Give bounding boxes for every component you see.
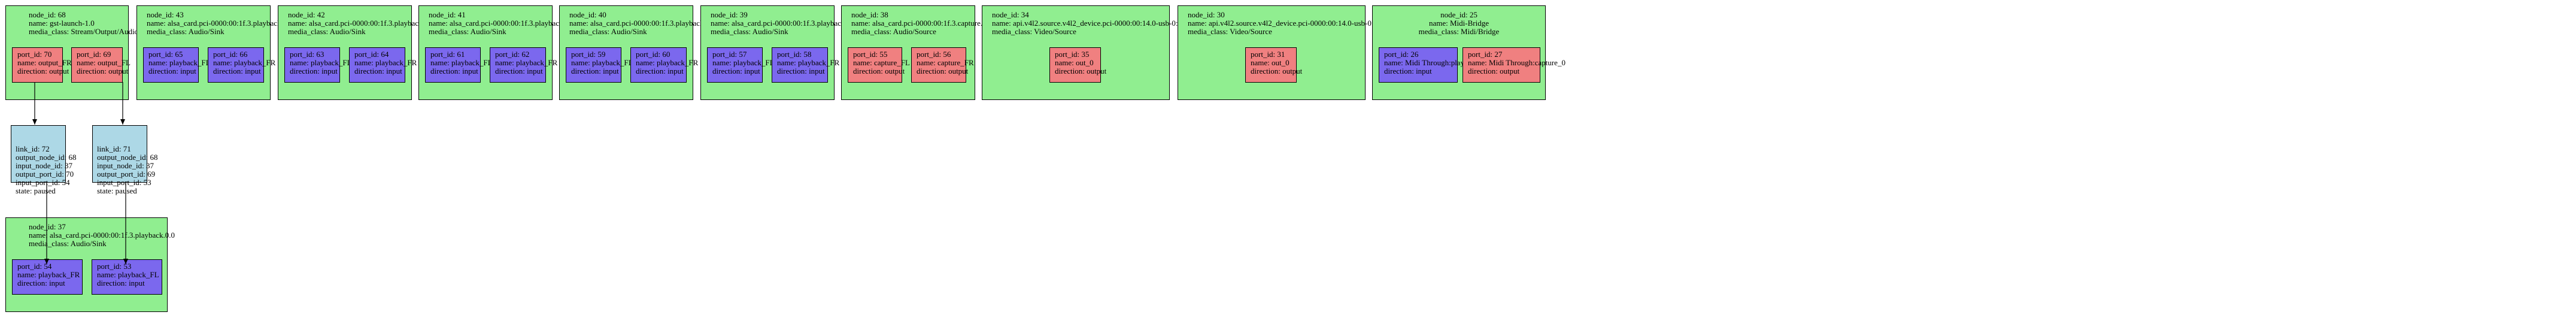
node-42: node_id: 42name: alsa_card.pci-0000:00:1…	[278, 5, 434, 100]
port-63: port_id: 63name: playback_FLdirection: i…	[284, 47, 352, 83]
node-header: node_id: 43name: alsa_card.pci-0000:00:1…	[147, 10, 297, 36]
node-25: node_id: 25name: Midi-Bridgemedia_class:…	[1372, 5, 1565, 100]
node-41: node_id: 41name: alsa_card.pci-0000:00:1…	[418, 5, 575, 100]
port-31: port_id: 31name: out_0direction: output	[1245, 47, 1302, 83]
node-header: node_id: 42name: alsa_card.pci-0000:00:1…	[288, 10, 435, 36]
port-26: port_id: 26name: Midi Through:playback_0…	[1379, 47, 1487, 83]
node-header: node_id: 38name: alsa_card.pci-0000:00:1…	[851, 10, 993, 36]
node-37: node_id: 37name: alsa_card.pci-0000:00:1…	[5, 217, 175, 312]
node-header: node_id: 41name: alsa_card.pci-0000:00:1…	[429, 10, 575, 36]
node-38: node_id: 38name: alsa_card.pci-0000:00:1…	[841, 5, 992, 100]
node-header: node_id: 39name: alsa_card.pci-0000:00:1…	[711, 10, 857, 36]
port-55: port_id: 55name: capture_FLdirection: ou…	[848, 47, 910, 83]
port-69: port_id: 69name: output_FLdirection: out…	[71, 47, 131, 83]
port-64: port_id: 64name: playback_FRdirection: i…	[349, 47, 417, 83]
port-59: port_id: 59name: playback_FLdirection: i…	[566, 47, 633, 83]
node-34: node_id: 34name: api.v4l2.source.v4l2_de…	[982, 5, 1194, 100]
node-43: node_id: 43name: alsa_card.pci-0000:00:1…	[136, 5, 297, 100]
node-header: node_id: 68name: gst-launch-1.0media_cla…	[29, 10, 139, 36]
port-35: port_id: 35name: out_0direction: output	[1049, 47, 1106, 83]
port-66: port_id: 66name: playback_FRdirection: i…	[208, 47, 275, 83]
port-54: port_id: 54name: playback_FRdirection: i…	[12, 259, 83, 295]
port-27: port_id: 27name: Midi Through:capture_0d…	[1463, 47, 1565, 83]
node-39: node_id: 39name: alsa_card.pci-0000:00:1…	[700, 5, 857, 100]
node-header: node_id: 30name: api.v4l2.source.v4l2_de…	[1188, 10, 1389, 36]
node-40: node_id: 40name: alsa_card.pci-0000:00:1…	[559, 5, 715, 100]
node-header: node_id: 34name: api.v4l2.source.v4l2_de…	[992, 10, 1194, 36]
link-72: link_id: 72output_node_id: 68input_node_…	[11, 125, 76, 195]
port-57: port_id: 57name: playback_FLdirection: i…	[707, 47, 775, 83]
node-header: node_id: 37name: alsa_card.pci-0000:00:1…	[29, 222, 175, 248]
port-53: port_id: 53name: playback_FLdirection: i…	[92, 259, 162, 295]
port-58: port_id: 58name: playback_FRdirection: i…	[772, 47, 839, 83]
port-56: port_id: 56name: capture_FRdirection: ou…	[911, 47, 974, 83]
node-30: node_id: 30name: api.v4l2.source.v4l2_de…	[1178, 5, 1389, 100]
port-62: port_id: 62name: playback_FRdirection: i…	[490, 47, 557, 83]
link-71: link_id: 71output_node_id: 68input_node_…	[92, 125, 157, 195]
port-70: port_id: 70name: output_FRdirection: out…	[12, 47, 72, 83]
node-68: node_id: 68name: gst-launch-1.0media_cla…	[5, 5, 138, 100]
port-61: port_id: 61name: playback_FLdirection: i…	[425, 47, 493, 83]
port-65: port_id: 65name: playback_FLdirection: i…	[143, 47, 211, 83]
node-header: node_id: 40name: alsa_card.pci-0000:00:1…	[569, 10, 716, 36]
port-60: port_id: 60name: playback_FRdirection: i…	[630, 47, 698, 83]
node-header: node_id: 25name: Midi-Bridgemedia_class:…	[1418, 10, 1500, 36]
